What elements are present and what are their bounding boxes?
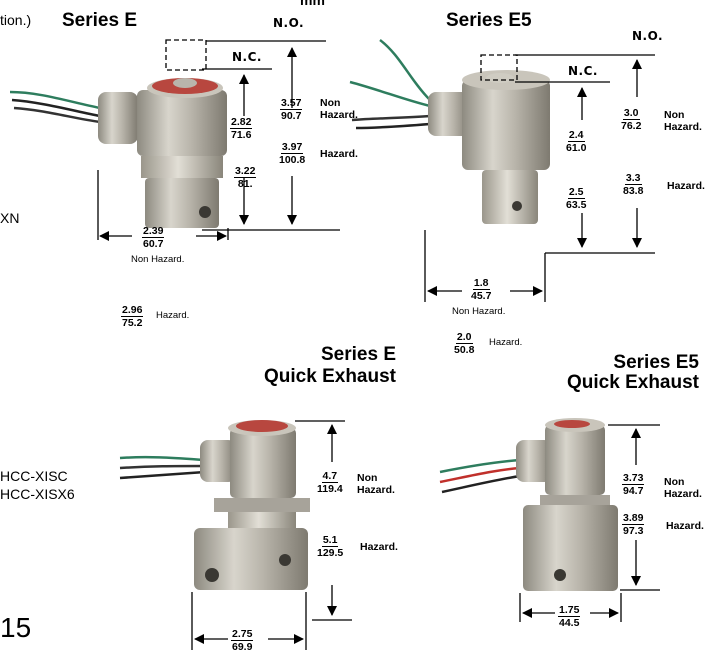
series-e-qe-dim-haz: 5.1 129.5 [316,534,344,559]
dim-inch: 5.1 [321,534,339,547]
series-e5-qe-dimensions [519,424,660,622]
dim-mm: 76.2 [621,120,642,132]
page-number: 15 [0,612,32,643]
series-e5-haz-note: Hazard. [667,180,705,192]
series-e5-nc-label: N.C. [568,64,598,78]
series-e5-qe-title-line1: Series E5 [613,352,699,373]
series-e-dim-nc-lower: 3.22 81. [234,165,257,190]
series-e-width-nonhaz: 2.39 60.7 [142,225,165,250]
series-e5-nonhaz-note: Non Hazard. [664,109,702,133]
series-e5-dim-nc-lower: 2.5 63.5 [565,186,587,211]
dim-inch: 2.96 [121,304,144,317]
series-e5-qe-title-line2: Quick Exhaust [567,372,699,393]
dim-inch: 2.0 [455,331,473,344]
series-e5-qe-dim-nonhaz: 3.73 94.7 [622,472,645,497]
dim-mm: 75.2 [122,317,143,329]
series-e5-dim-no-haz: 3.3 83.8 [622,172,644,197]
series-e-no-label: N.O. [273,16,305,30]
series-e5-qe-haz-note: Hazard. [666,520,704,532]
dim-inch: 2.75 [231,628,254,641]
dim-mm: 63.5 [566,199,587,211]
series-e-dim-nc: 2.82 71.6 [230,116,253,141]
dim-mm: 94.7 [623,485,644,497]
series-e-qe-dimensions [191,420,352,650]
series-e5-no-label: N.O. [632,29,664,43]
dim-inch: 3.0 [622,107,640,120]
series-e-qe-title-line2: Quick Exhaust [264,366,396,387]
series-e5-qe-width: 1.75 44.5 [558,604,581,629]
series-e5-qe-dim-haz: 3.89 97.3 [622,512,645,537]
dim-inch: 1.8 [472,277,490,290]
series-e-qe-valve-image [119,420,310,590]
series-e5-width-nonhaz-note: Non Hazard. [452,306,506,317]
series-e5-title: Series E5 [446,10,532,31]
series-e-width-haz: 2.96 75.2 [121,304,144,329]
dim-mm: 69.9 [232,641,253,653]
dim-inch: 2.5 [567,186,585,199]
series-e5-width-haz: 2.0 50.8 [453,331,475,356]
dim-mm: 60.7 [143,238,164,250]
dim-mm: 45.7 [471,290,492,302]
series-e-valve-image [9,78,227,228]
series-e-title: Series E [62,10,137,31]
dim-mm: 50.8 [454,344,475,356]
series-e5-dimensions [424,54,655,302]
series-e5-dim-no-nonhaz: 3.0 76.2 [620,107,642,132]
dim-inch: 3.97 [280,141,304,154]
series-e5-qe-valve-image [439,418,618,591]
series-e-qe-width: 2.75 69.9 [231,628,254,653]
dim-mm: 100.8 [279,154,306,166]
series-e-qe-title-line1: Series E [321,344,396,365]
dim-inch: 2.39 [142,225,165,238]
series-e5-dim-nc: 2.4 61.0 [565,129,587,154]
series-e-width-haz-note: Hazard. [156,310,190,321]
dim-inch: 3.57 [280,97,303,110]
dim-inch: 3.73 [622,472,645,485]
series-e-dimensions [97,39,340,241]
dim-mm: 97.3 [623,525,644,537]
dim-inch: 3.22 [234,165,257,178]
left-edge-text: XN [0,210,20,226]
series-e5-qe-nonhaz-note: Non Hazard. [664,476,702,500]
series-e5-valve-image [349,39,550,224]
series-e-nc-label: N.C. [232,50,262,64]
dim-mm: 71.6 [231,129,252,141]
dim-mm: 119.4 [317,483,343,495]
series-e-qe-haz-note: Hazard. [360,541,398,553]
left-edge-text: HCC-XISX6 [0,486,75,502]
dim-inch: 2.82 [230,116,253,129]
dim-mm: 90.7 [281,110,302,122]
dim-inch: 2.4 [567,129,585,142]
series-e-qe-dim-nonhaz: 4.7 119.4 [316,470,344,495]
dim-mm: 81. [237,178,253,190]
series-e5-width-haz-note: Hazard. [489,337,523,348]
series-e-qe-nonhaz-note: Non Hazard. [357,472,395,496]
header-fragment: mm [300,0,325,8]
left-edge-text: HCC-XISC [0,468,68,484]
dim-inch: 4.7 [321,470,339,483]
dim-inch: 3.89 [622,512,645,525]
series-e5-width-nonhaz: 1.8 45.7 [470,277,492,302]
dim-inch: 3.3 [624,172,642,185]
series-e-width-nonhaz-note: Non Hazard. [131,254,185,265]
dim-mm: 129.5 [317,547,344,559]
series-e-dim-no-haz: 3.97 100.8 [278,141,306,166]
series-e-haz-note: Hazard. [320,148,358,160]
dim-mm: 44.5 [559,617,580,629]
series-e-dim-no-nonhaz: 3.57 90.7 [280,97,303,122]
dim-inch: 1.75 [558,604,581,617]
series-e-nonhaz-note: Non Hazard. [320,97,358,121]
dim-mm: 61.0 [566,142,587,154]
left-edge-text: tion.) [0,12,32,28]
dim-mm: 83.8 [623,185,644,197]
